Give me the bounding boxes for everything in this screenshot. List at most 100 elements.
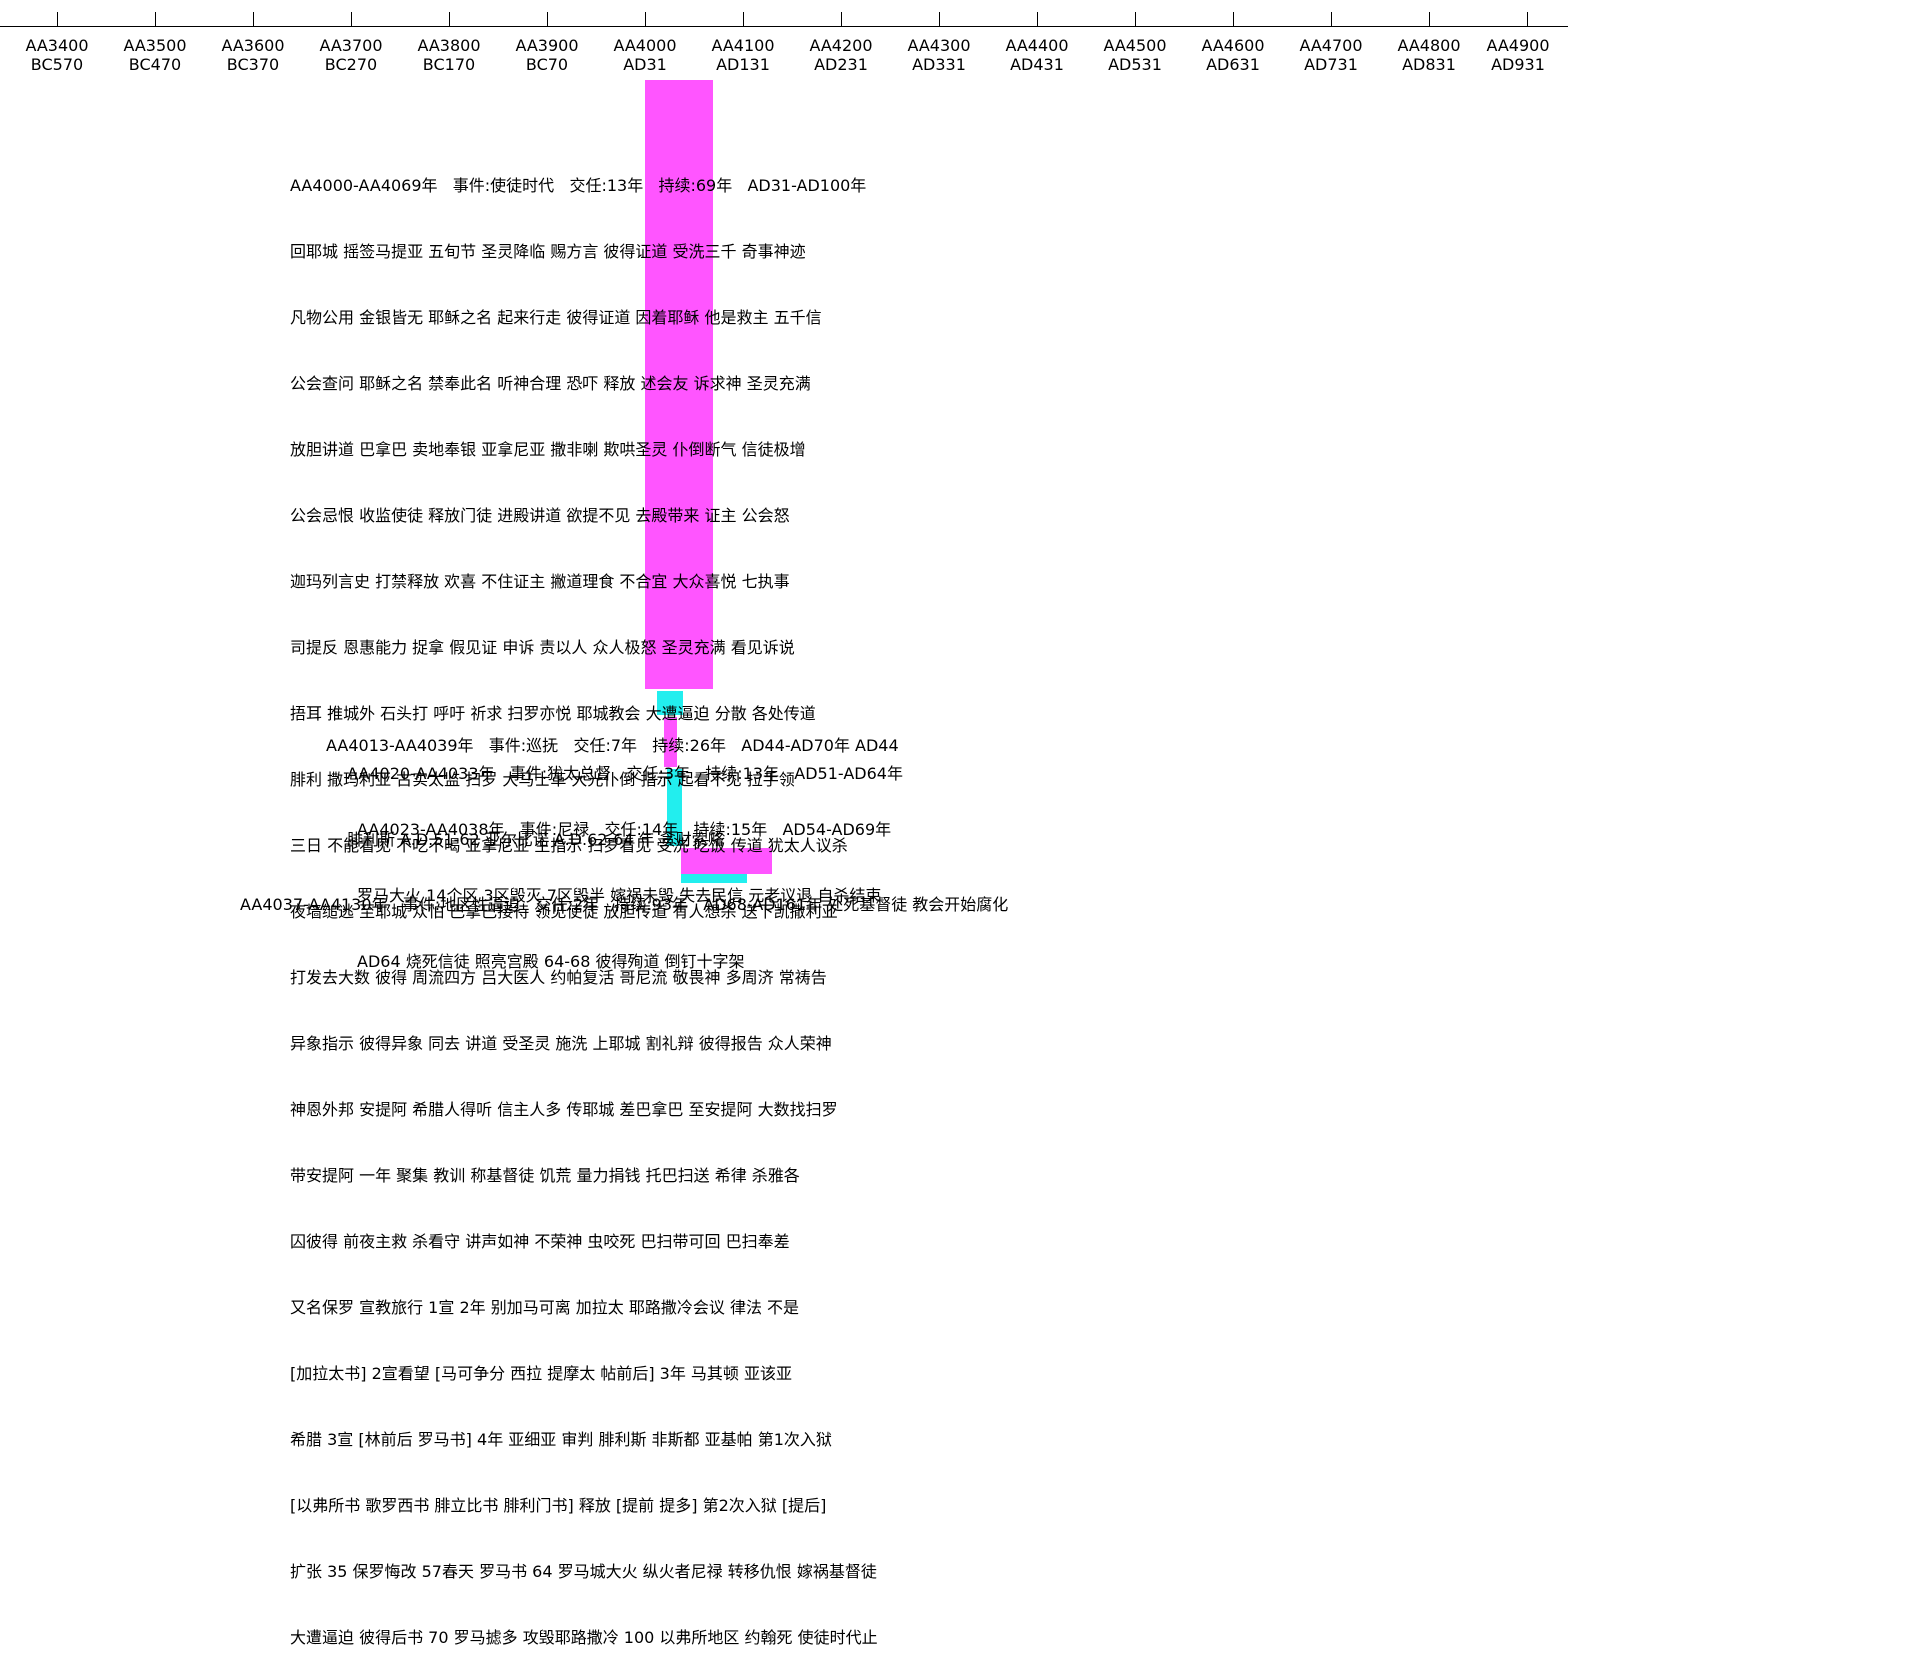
event-block-judea-governor: AA4020-AA4033年 事件:犹太总督 交任:3年 持续:13年 AD51… — [347, 719, 903, 873]
tick-aa: AA3600 — [221, 36, 285, 55]
tick-ad: BC370 — [226, 55, 280, 74]
tick-ad: AD331 — [912, 55, 966, 74]
tick-aa: AA3500 — [123, 36, 187, 55]
tick-ad: BC70 — [525, 55, 569, 74]
tick-aa: AA3800 — [417, 36, 481, 55]
tick-aa: AA4600 — [1201, 36, 1265, 55]
tick-aa: AA4900 — [1486, 36, 1550, 55]
axis-tick — [57, 12, 58, 27]
axis-tick — [351, 12, 352, 27]
axis-tick — [253, 12, 254, 27]
event-bar-nero — [667, 769, 682, 846]
event-line: 囚彼得 前夜主救 杀看守 讲声如神 不荣神 虫咬死 巴扫带可回 巴扫奉差 — [290, 1232, 790, 1251]
event-line: [加拉太书] 2宣看望 [马可争分 西拉 提摩太 帖前后] 3年 马其顿 亚该亚 — [290, 1364, 793, 1383]
event-header: AA4023-AA4038年 事件:尼禄 交任:14年 持续:15年 AD54-… — [357, 820, 892, 839]
tick-ad: AD831 — [1402, 55, 1456, 74]
event-header: AA4020-AA4033年 事件:犹太总督 交任:3年 持续:13年 AD51… — [347, 764, 903, 783]
event-line: 夜墙缒逃 至耶城 众怕 巴拿巴接待 领见使徒 放胆传道 有人想杀 送下凯撒利亚 — [290, 902, 838, 921]
event-line: 回耶城 摇签马提亚 五旬节 圣灵降临 赐方言 彼得证道 受洗三千 奇事神迹 — [290, 242, 806, 261]
event-block-regional-persecution: AA4037-AA4130年 事件:地区性逼迫 交任:2年 持续:93年 AD6… — [240, 850, 1008, 938]
event-line: 司提反 恩惠能力 捉拿 假见证 申诉 责以人 众人极怒 圣灵充满 看见诉说 — [290, 638, 795, 657]
event-line: 放胆讲道 巴拿巴 卖地奉银 亚拿尼亚 撒非喇 欺哄圣灵 仆倒断气 信徒极增 — [290, 440, 806, 459]
event-bar-governor — [657, 691, 683, 715]
axis-tick — [1233, 12, 1234, 27]
tick-ad: AD731 — [1304, 55, 1358, 74]
event-bar-apostolic-era — [645, 80, 713, 689]
axis-tick — [1135, 12, 1136, 27]
event-block-nero: AA4023-AA4038年 事件:尼禄 交任:14年 持续:15年 AD54-… — [357, 775, 891, 995]
tick-ad: BC270 — [324, 55, 378, 74]
event-line: 扩张 35 保罗悔改 57春天 罗马书 64 罗马城大火 纵火者尼禄 转移仇恨 … — [290, 1562, 877, 1581]
event-line: 捂耳 推城外 石头打 呼吁 祈求 扫罗亦悦 耶城教会 大遭逼迫 分散 各处传道 — [290, 704, 816, 723]
tick-ad: BC170 — [422, 55, 476, 74]
axis-tick — [449, 12, 450, 27]
tick-ad: BC470 — [128, 55, 182, 74]
tick-aa: AA3400 — [25, 36, 89, 55]
event-line: 罗马大火 14个区 3区毁灭 7区毁半 嫁祸未毁 失去民信 元老议退 自杀结束 — [357, 886, 882, 905]
event-bar-regional-persecution-overlap — [681, 874, 747, 883]
event-line: 打发去大数 彼得 周流四方 吕大医人 约帕复活 哥尼流 敬畏神 多周济 常祷告 — [290, 968, 827, 987]
event-line: 公会忌恨 收监使徒 释放门徒 进殿讲道 欲提不见 去殿带来 证主 公会怒 — [290, 506, 790, 525]
tick-ad: AD531 — [1108, 55, 1162, 74]
axis-tick — [1037, 12, 1038, 27]
tick-aa: AA4300 — [907, 36, 971, 55]
event-line: AD64 烧死信徒 照亮宫殿 64-68 彼得殉道 倒钉十字架 — [357, 952, 745, 971]
tick-aa: AA4100 — [711, 36, 775, 55]
tick-aa: AA3900 — [515, 36, 579, 55]
axis-tick — [1527, 12, 1528, 27]
tick-ad: BC570 — [30, 55, 84, 74]
tick-aa: AA3700 — [319, 36, 383, 55]
event-bar-regional-persecution — [681, 848, 772, 874]
event-line: 公会查问 耶稣之名 禁奉此名 听神合理 恐吓 释放 述会友 诉求神 圣灵充满 — [290, 374, 811, 393]
event-line: 大遭逼迫 彼得后书 70 罗马摅多 攻毁耶路撒冷 100 以弗所地区 约翰死 使… — [290, 1628, 878, 1647]
tick-aa: AA4200 — [809, 36, 873, 55]
event-line: 三日 不能看见 不吃不喝 亚拿尼亚 主指示 扫罗看见 受洗 吃饭 传道 犹太人议… — [290, 836, 848, 855]
tick-ad: AD231 — [814, 55, 868, 74]
event-line: 腓利斯 A.D.51-62 亚尔比诺 A.D.62-64 年 贪财索赂 — [347, 830, 724, 849]
event-line: [以弗所书 歌罗西书 腓立比书 腓利门书] 释放 [提前 提多] 第2次入狱 [… — [290, 1496, 827, 1515]
event-line: 希腊 3宣 [林前后 罗马书] 4年 亚细亚 审判 腓利斯 非斯都 亚基帕 第1… — [290, 1430, 832, 1449]
event-line: 腓利 撒玛利亚 古实太监 扫罗 大马士革 大光仆倒 指示 起看不见 拉手领 — [290, 770, 795, 789]
tick-aa: AA4500 — [1103, 36, 1167, 55]
axis-tick — [547, 12, 548, 27]
event-line: 凡物公用 金银皆无 耶稣之名 起来行走 彼得证道 因着耶稣 他是救主 五千信 — [290, 308, 822, 327]
timeline-axis — [0, 26, 1568, 27]
axis-tick — [1331, 12, 1332, 27]
event-line: 迦玛列言史 打禁释放 欢喜 不住证主 撇道理食 不合宜 大众喜悦 七执事 — [290, 572, 790, 591]
event-block-governor: AA4013-AA4039年 事件:巡抚 交任:7年 持续:26年 AD44-A… — [326, 691, 899, 779]
event-header: AA4013-AA4039年 事件:巡抚 交任:7年 持续:26年 AD44-A… — [326, 736, 899, 755]
axis-tick — [645, 12, 646, 27]
event-header: AA4000-AA4069年 事件:使徒时代 交任:13年 持续:69年 AD3… — [290, 176, 867, 195]
axis-tick — [841, 12, 842, 27]
tick-aa: AA4000 — [613, 36, 677, 55]
axis-tick — [1429, 12, 1430, 27]
tick-ad: AD431 — [1010, 55, 1064, 74]
axis-tick — [155, 12, 156, 27]
tick-ad: AD131 — [716, 55, 770, 74]
event-line: 带安提阿 一年 聚集 教训 称基督徒 饥荒 量力捐钱 托巴扫送 希律 杀雅各 — [290, 1166, 800, 1185]
tick-aa: AA4800 — [1397, 36, 1461, 55]
tick-ad: AD931 — [1491, 55, 1545, 74]
axis-tick — [939, 12, 940, 27]
tick-aa: AA4700 — [1299, 36, 1363, 55]
event-bar-judea-governor — [664, 717, 677, 767]
tick-aa: AA4400 — [1005, 36, 1069, 55]
axis-tick — [743, 12, 744, 27]
event-line: 神恩外邦 安提阿 希腊人得听 信主人多 传耶城 差巴拿巴 至安提阿 大数找扫罗 — [290, 1100, 838, 1119]
